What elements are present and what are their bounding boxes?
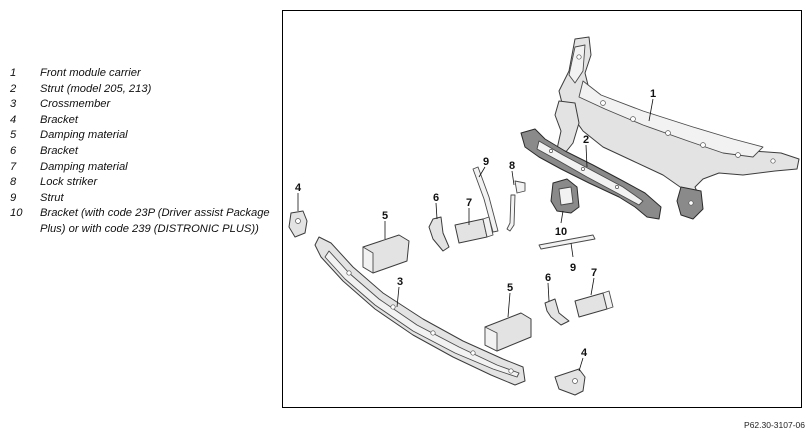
legend-number: 2 <box>10 82 17 95</box>
strut-lower <box>538 234 596 250</box>
callout-5-upper: 5 <box>382 210 388 222</box>
callout-9-upper: 9 <box>483 156 489 168</box>
legend-text: Crossmember <box>40 98 111 111</box>
legend-row: 10 Bracket (with code 23P (Driver assist … <box>10 206 275 237</box>
callout-2: 2 <box>583 134 589 146</box>
callout-7-lower: 7 <box>591 267 597 279</box>
legend-number: 4 <box>10 113 17 126</box>
callout-8: 8 <box>509 160 515 172</box>
callout-9-lower: 9 <box>570 262 576 274</box>
legend-row: 2 Strut (model 205, 213) <box>10 82 275 98</box>
callout-1: 1 <box>650 88 656 100</box>
bracket-upper <box>428 216 450 252</box>
callout-6-lower: 6 <box>545 272 551 284</box>
legend-number: 5 <box>10 129 17 142</box>
parts-legend: 1 Front module carrier 2 Strut (model 205,… <box>10 66 275 238</box>
diagram-frame: 1 2 3 4 4 5 5 6 6 7 7 8 9 9 10 <box>282 10 802 408</box>
bracket-lower <box>544 298 570 326</box>
legend-text: Bracket <box>40 144 78 157</box>
legend-number: 10 <box>10 207 23 220</box>
strut-upper <box>472 166 499 233</box>
legend-row: 6 Bracket <box>10 144 275 160</box>
callout-3: 3 <box>397 276 403 288</box>
legend-row: 1 Front module carrier <box>10 66 275 82</box>
legend-number: 8 <box>10 176 17 189</box>
legend-text: Bracket (with code 23P (Driver assist Pa… <box>40 207 270 235</box>
legend-row: 5 Damping material <box>10 128 275 144</box>
damping-material-lower-5 <box>484 312 532 352</box>
legend-row: 8 Lock striker <box>10 175 275 191</box>
callout-10: 10 <box>555 226 567 238</box>
bracket-driver-assist <box>550 178 580 214</box>
legend-number: 9 <box>10 191 17 204</box>
legend-row: 9 Strut <box>10 191 275 207</box>
legend-number: 3 <box>10 98 17 111</box>
callout-6-upper: 6 <box>433 192 439 204</box>
legend-text: Damping material <box>40 160 128 173</box>
callout-4-lower: 4 <box>581 347 588 359</box>
bracket-upper-left <box>288 210 308 238</box>
legend-text: Strut (model 205, 213) <box>40 82 152 95</box>
legend-row: 3 Crossmember <box>10 97 275 113</box>
legend-text: Strut <box>40 191 64 204</box>
legend-text: Damping material <box>40 129 128 142</box>
crossmember <box>314 236 526 386</box>
lock-striker <box>506 180 526 232</box>
damping-material-upper-5 <box>362 234 410 274</box>
reference-code: P62.30-3107-06 <box>744 420 805 430</box>
front-module-carrier <box>554 36 800 220</box>
legend-number: 1 <box>10 67 17 79</box>
exploded-view-diagram: 1 2 3 4 4 5 5 6 6 7 7 8 9 9 10 <box>288 36 800 396</box>
damping-material-upper <box>454 216 494 244</box>
callout-7-upper: 7 <box>466 197 472 209</box>
strut-model-205-213 <box>520 128 662 220</box>
callout-5-lower: 5 <box>507 282 513 294</box>
legend-text: Front module carrier <box>40 67 141 79</box>
callout-4-upper: 4 <box>295 182 302 194</box>
damping-material-lower-7 <box>574 290 614 318</box>
bracket-lower-4 <box>554 368 586 396</box>
legend-number: 7 <box>10 160 17 173</box>
leader-lines <box>297 98 654 372</box>
legend-text: Bracket <box>40 113 78 126</box>
legend-row: 7 Damping material <box>10 160 275 176</box>
legend-text: Lock striker <box>40 176 98 189</box>
legend-row: 4 Bracket <box>10 113 275 129</box>
legend-number: 6 <box>10 144 17 157</box>
